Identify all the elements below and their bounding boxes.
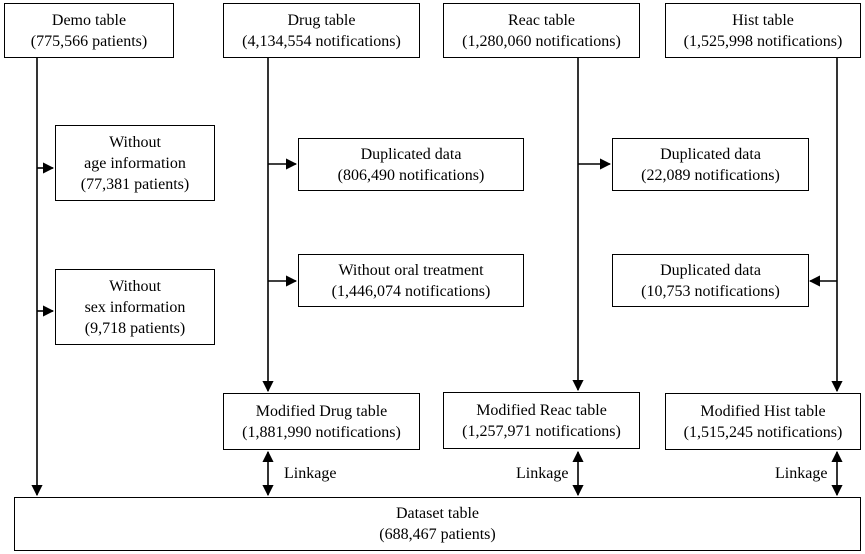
hist-exclusion-duplicated-line1: Duplicated data [660,261,761,279]
reac-exclusion-duplicated-box: Duplicated data (22,089 notifications) [612,138,809,191]
demo-exclusion-age-line2: age information [84,154,186,172]
hist-exclusion-duplicated-line2: (10,753 notifications) [641,282,780,300]
reac-table-box: Reac table (1,280,060 notifications) [443,3,640,58]
demo-table-title: Demo table [51,11,127,29]
demo-exclusion-age-line1: Without [109,133,161,151]
hist-table-count: (1,525,998 notifications) [683,32,843,50]
dataset-table-count: (688,467 patients) [379,526,496,543]
modified-drug-table-count: (1,881,990 notifications) [242,423,401,441]
drug-exclusion-duplicated-box: Duplicated data (806,490 notifications) [298,138,524,191]
demo-table-count: (775,566 patients) [30,32,148,50]
drug-table-box: Drug table (4,134,554 notifications) [223,3,420,58]
demo-exclusion-age-line3: (77,381 patients) [80,175,190,193]
hist-table-box: Hist table (1,525,998 notifications) [665,3,861,58]
demo-exclusion-sex-line1: Without [109,277,161,295]
drug-exclusion-duplicated-line2: (806,490 notifications) [337,166,485,184]
dataset-table-title: Dataset table [395,505,480,522]
modified-reac-table-count: (1,257,971 notifications) [462,422,621,440]
demo-exclusion-sex-box: Without sex information (9,718 patients) [55,269,215,345]
hist-table-title: Hist table [732,11,794,29]
reac-exclusion-duplicated-line2: (22,089 notifications) [641,166,780,184]
reac-table-title: Reac table [507,11,576,29]
modified-reac-table-box: Modified Reac table (1,257,971 notificat… [443,392,640,449]
reac-exclusion-duplicated-line1: Duplicated data [660,145,761,163]
dataset-table-box: Dataset table (688,467 patients) [14,497,861,551]
modified-drug-table-box: Modified Drug table (1,881,990 notificat… [223,393,420,450]
drug-table-title: Drug table [287,11,356,29]
drug-exclusion-oral-line2: (1,446,074 notifications) [331,282,491,300]
modified-hist-table-title: Modified Hist table [700,402,826,420]
demo-exclusion-sex-line3: (9,718 patients) [84,319,186,337]
linkage-hist-label: Linkage [775,465,828,482]
modified-hist-table-count: (1,515,245 notifications) [683,423,843,441]
drug-exclusion-oral-box: Without oral treatment (1,446,074 notifi… [298,254,524,307]
demo-table-box: Demo table (775,566 patients) [4,3,174,58]
modified-hist-table-box: Modified Hist table (1,515,245 notificat… [665,393,861,450]
modified-reac-table-title: Modified Reac table [476,401,607,419]
linkage-drug-label: Linkage [284,465,337,482]
modified-drug-table-title: Modified Drug table [255,402,388,420]
demo-exclusion-age-box: Without age information (77,381 patients… [55,125,215,201]
drug-table-count: (4,134,554 notifications) [242,32,401,50]
drug-exclusion-oral-line1: Without oral treatment [338,261,484,279]
linkage-reac-label: Linkage [516,465,569,482]
drug-exclusion-duplicated-line1: Duplicated data [360,145,462,163]
demo-exclusion-sex-line2: sex information [84,298,186,316]
reac-table-count: (1,280,060 notifications) [462,32,621,50]
hist-exclusion-duplicated-box: Duplicated data (10,753 notifications) [612,254,809,307]
